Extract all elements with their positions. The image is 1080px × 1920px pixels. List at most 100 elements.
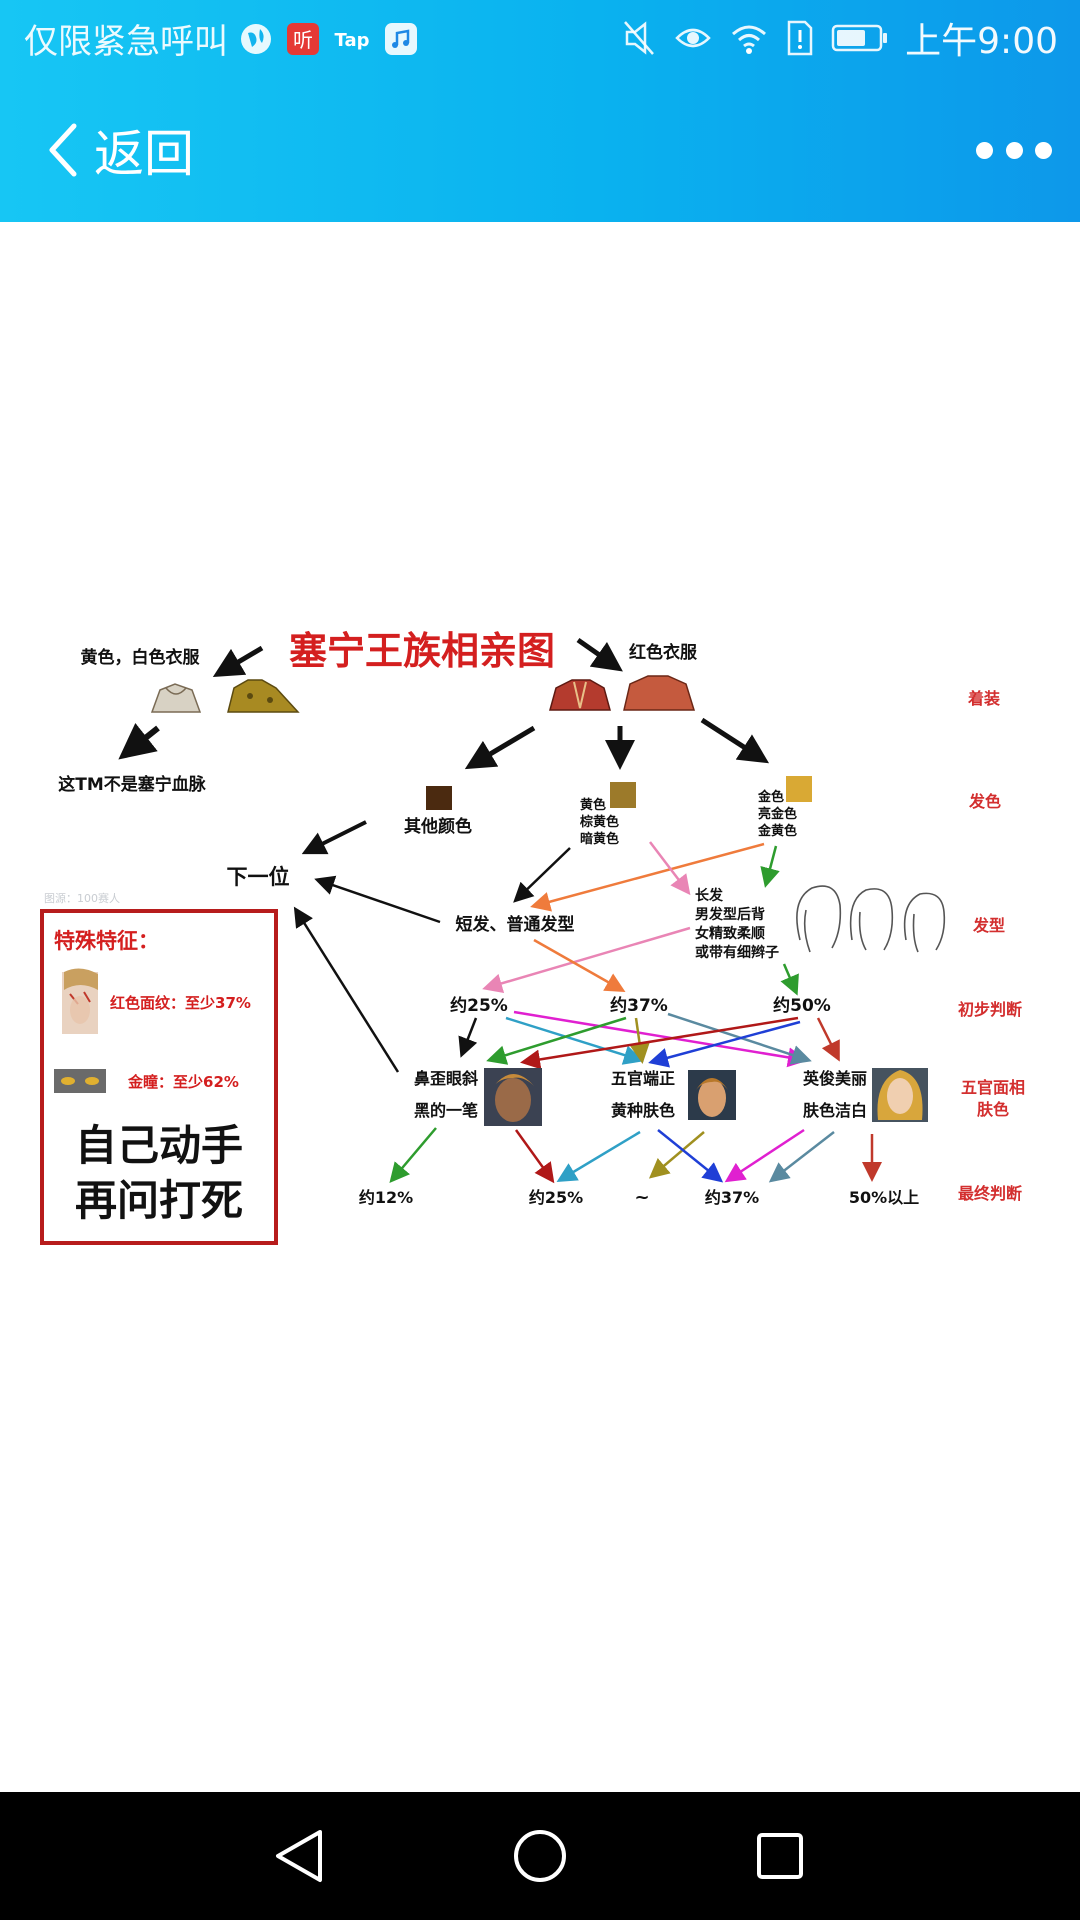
yellow-hair-swatch — [610, 782, 636, 808]
hair-gold-3: 金黄色 — [757, 823, 797, 839]
chevron-left-icon — [49, 123, 77, 177]
final-50-plus: 50%以上 — [849, 1188, 919, 1207]
taptap-app-icon: Tap — [335, 30, 370, 51]
gold-hair-swatch — [786, 776, 812, 802]
slogan-line-1: 自己动手 — [75, 1121, 243, 1170]
long-hair-1: 长发 — [695, 887, 724, 904]
side-label-skin: 肤色 — [977, 1100, 1009, 1119]
red-clothes-image-1 — [549, 679, 611, 711]
hair-gold-1: 金色 — [757, 789, 784, 805]
side-label-clothes: 着装 — [967, 689, 1000, 708]
arrow-face-b-to-37 — [657, 1129, 724, 1183]
arrow-37-to-face-b — [629, 1017, 650, 1064]
status-time: 上午9:00 — [905, 21, 1058, 62]
hair-yellow-1: 黄色 — [580, 797, 606, 813]
more-dot — [976, 141, 993, 159]
globe-icon — [241, 23, 271, 54]
status-right: 上午9:00 — [621, 12, 1058, 64]
not-bloodline-label: 这TM不是塞宁血脉 — [58, 774, 207, 795]
watermark-text: 图源：100赛人 — [44, 891, 120, 905]
arrow-red-to-gold — [700, 717, 770, 764]
app-header: 仅限紧急呼叫 听 Tap — [0, 0, 1080, 222]
music-app-icon — [385, 22, 417, 55]
face-c-1: 英俊美丽 — [802, 1069, 867, 1088]
yellow-clothes-image — [227, 679, 300, 713]
arrow-25-to-face-b — [505, 1016, 644, 1065]
short-hair-label: 短发、普通发型 — [456, 914, 575, 935]
sim-alert-icon — [787, 20, 813, 56]
long-hair-sketch-image — [796, 885, 946, 953]
arrow-50-to-face-b — [648, 1020, 801, 1068]
next-one-label: 下一位 — [227, 865, 290, 889]
back-label: 返回 — [94, 125, 194, 183]
final-12: 约12% — [359, 1188, 413, 1207]
face-a-2: 黑的一笔 — [414, 1101, 478, 1120]
arrow-title-left — [212, 645, 264, 678]
status-left: 仅限紧急呼叫 听 Tap — [24, 14, 418, 63]
prelim-25: 约25% — [450, 995, 508, 1016]
clothes-right-label: 红色衣服 — [629, 642, 698, 663]
more-dots-icon[interactable] — [976, 130, 1052, 170]
side-label-final: 最终判断 — [958, 1184, 1022, 1203]
ting-app-icon: 听 — [287, 22, 319, 55]
long-hair-3: 女精致柔顺 — [695, 925, 765, 942]
arrow-short-to-37 — [533, 938, 626, 992]
slogan-line-2: 再问打死 — [75, 1176, 243, 1225]
arrow-face-a-to-next — [293, 906, 400, 1073]
nav-back-triangle-icon[interactable] — [264, 1820, 336, 1892]
arrow-25-to-face-c — [513, 1010, 808, 1068]
face-c-labels: 英俊美丽 肤色洁白 — [802, 1069, 867, 1120]
battery-icon — [831, 24, 888, 52]
mute-icon — [624, 21, 655, 55]
long-hair-labels: 长发 男发型后背 女精致柔顺 或带有细辫子 — [695, 887, 779, 961]
long-hair-2: 男发型后背 — [695, 906, 765, 923]
nav-home-circle-icon[interactable] — [504, 1820, 576, 1892]
yellow-hair-labels: 黄色 棕黄色 暗黄色 — [579, 797, 619, 847]
face-b-1: 五官端正 — [611, 1069, 675, 1088]
side-label-haircolor: 发色 — [968, 792, 1001, 811]
arrow-yellow-to-short — [513, 847, 571, 903]
face-a-1: 鼻歪眼斜 — [414, 1069, 478, 1088]
hair-yellow-3: 暗黄色 — [580, 831, 619, 847]
nav-bar: 返回 — [0, 100, 1080, 200]
arrow-25-to-face-a — [458, 1017, 478, 1058]
arrow-short-to-next — [314, 875, 441, 924]
special-gold-eye: 金瞳：至少62% — [127, 1073, 239, 1091]
wifi-icon — [732, 25, 767, 54]
gold-hair-labels: 金色 亮金色 金黄色 — [757, 789, 797, 839]
image-viewer[interactable]: 塞宁王族相亲图 黄色，白色衣服 红色衣服 这TM不是塞宁血脉 着装 发色 发型 … — [0, 222, 1080, 1792]
prelim-50: 约50% — [773, 995, 831, 1016]
final-25: 约25% — [529, 1188, 583, 1207]
white-clothes-image — [150, 683, 202, 713]
arrow-face-c-to-37b — [768, 1131, 835, 1183]
arrow-face-b-to-tilde — [648, 1131, 705, 1179]
more-dot — [1035, 141, 1052, 159]
face-b-portrait — [688, 1070, 736, 1120]
arrow-title-right — [576, 637, 623, 672]
face-a-portrait — [484, 1068, 542, 1126]
arrow-other-to-next — [301, 820, 367, 855]
arrow-37-to-face-a — [486, 1016, 627, 1065]
face-c-2: 肤色洁白 — [803, 1101, 867, 1120]
face-b-labels: 五官端正 黄种肤色 — [611, 1069, 675, 1120]
back-button[interactable]: 返回 — [46, 114, 194, 186]
long-hair-4: 或带有细辫子 — [695, 944, 779, 961]
ting-label: 听 — [293, 28, 313, 52]
special-title: 特殊特征： — [54, 929, 159, 953]
red-mark-face-image — [62, 968, 98, 1034]
final-tilde: ~ — [634, 1187, 649, 1208]
arrow-long-to-25 — [482, 926, 691, 994]
side-label-prelim: 初步判断 — [958, 1000, 1022, 1019]
arrow-50-to-face-a — [520, 1016, 799, 1070]
arrow-yellow-to-long — [649, 841, 691, 896]
hair-gold-2: 亮金色 — [758, 806, 797, 822]
final-37: 约37% — [705, 1188, 759, 1207]
arrow-face-b-to-25 — [556, 1130, 641, 1183]
arrow-to-not-bloodline — [118, 722, 160, 760]
nav-recent-square-icon[interactable] — [744, 1820, 816, 1892]
arrow-50-to-face-c — [816, 1017, 840, 1062]
infographic-image: 塞宁王族相亲图 黄色，白色衣服 红色衣服 这TM不是塞宁血脉 着装 发色 发型 … — [40, 629, 1025, 1245]
status-bar: 仅限紧急呼叫 听 Tap — [0, 0, 1080, 72]
other-hair-swatch — [426, 786, 452, 810]
arrow-face-a-to-25 — [514, 1129, 555, 1184]
